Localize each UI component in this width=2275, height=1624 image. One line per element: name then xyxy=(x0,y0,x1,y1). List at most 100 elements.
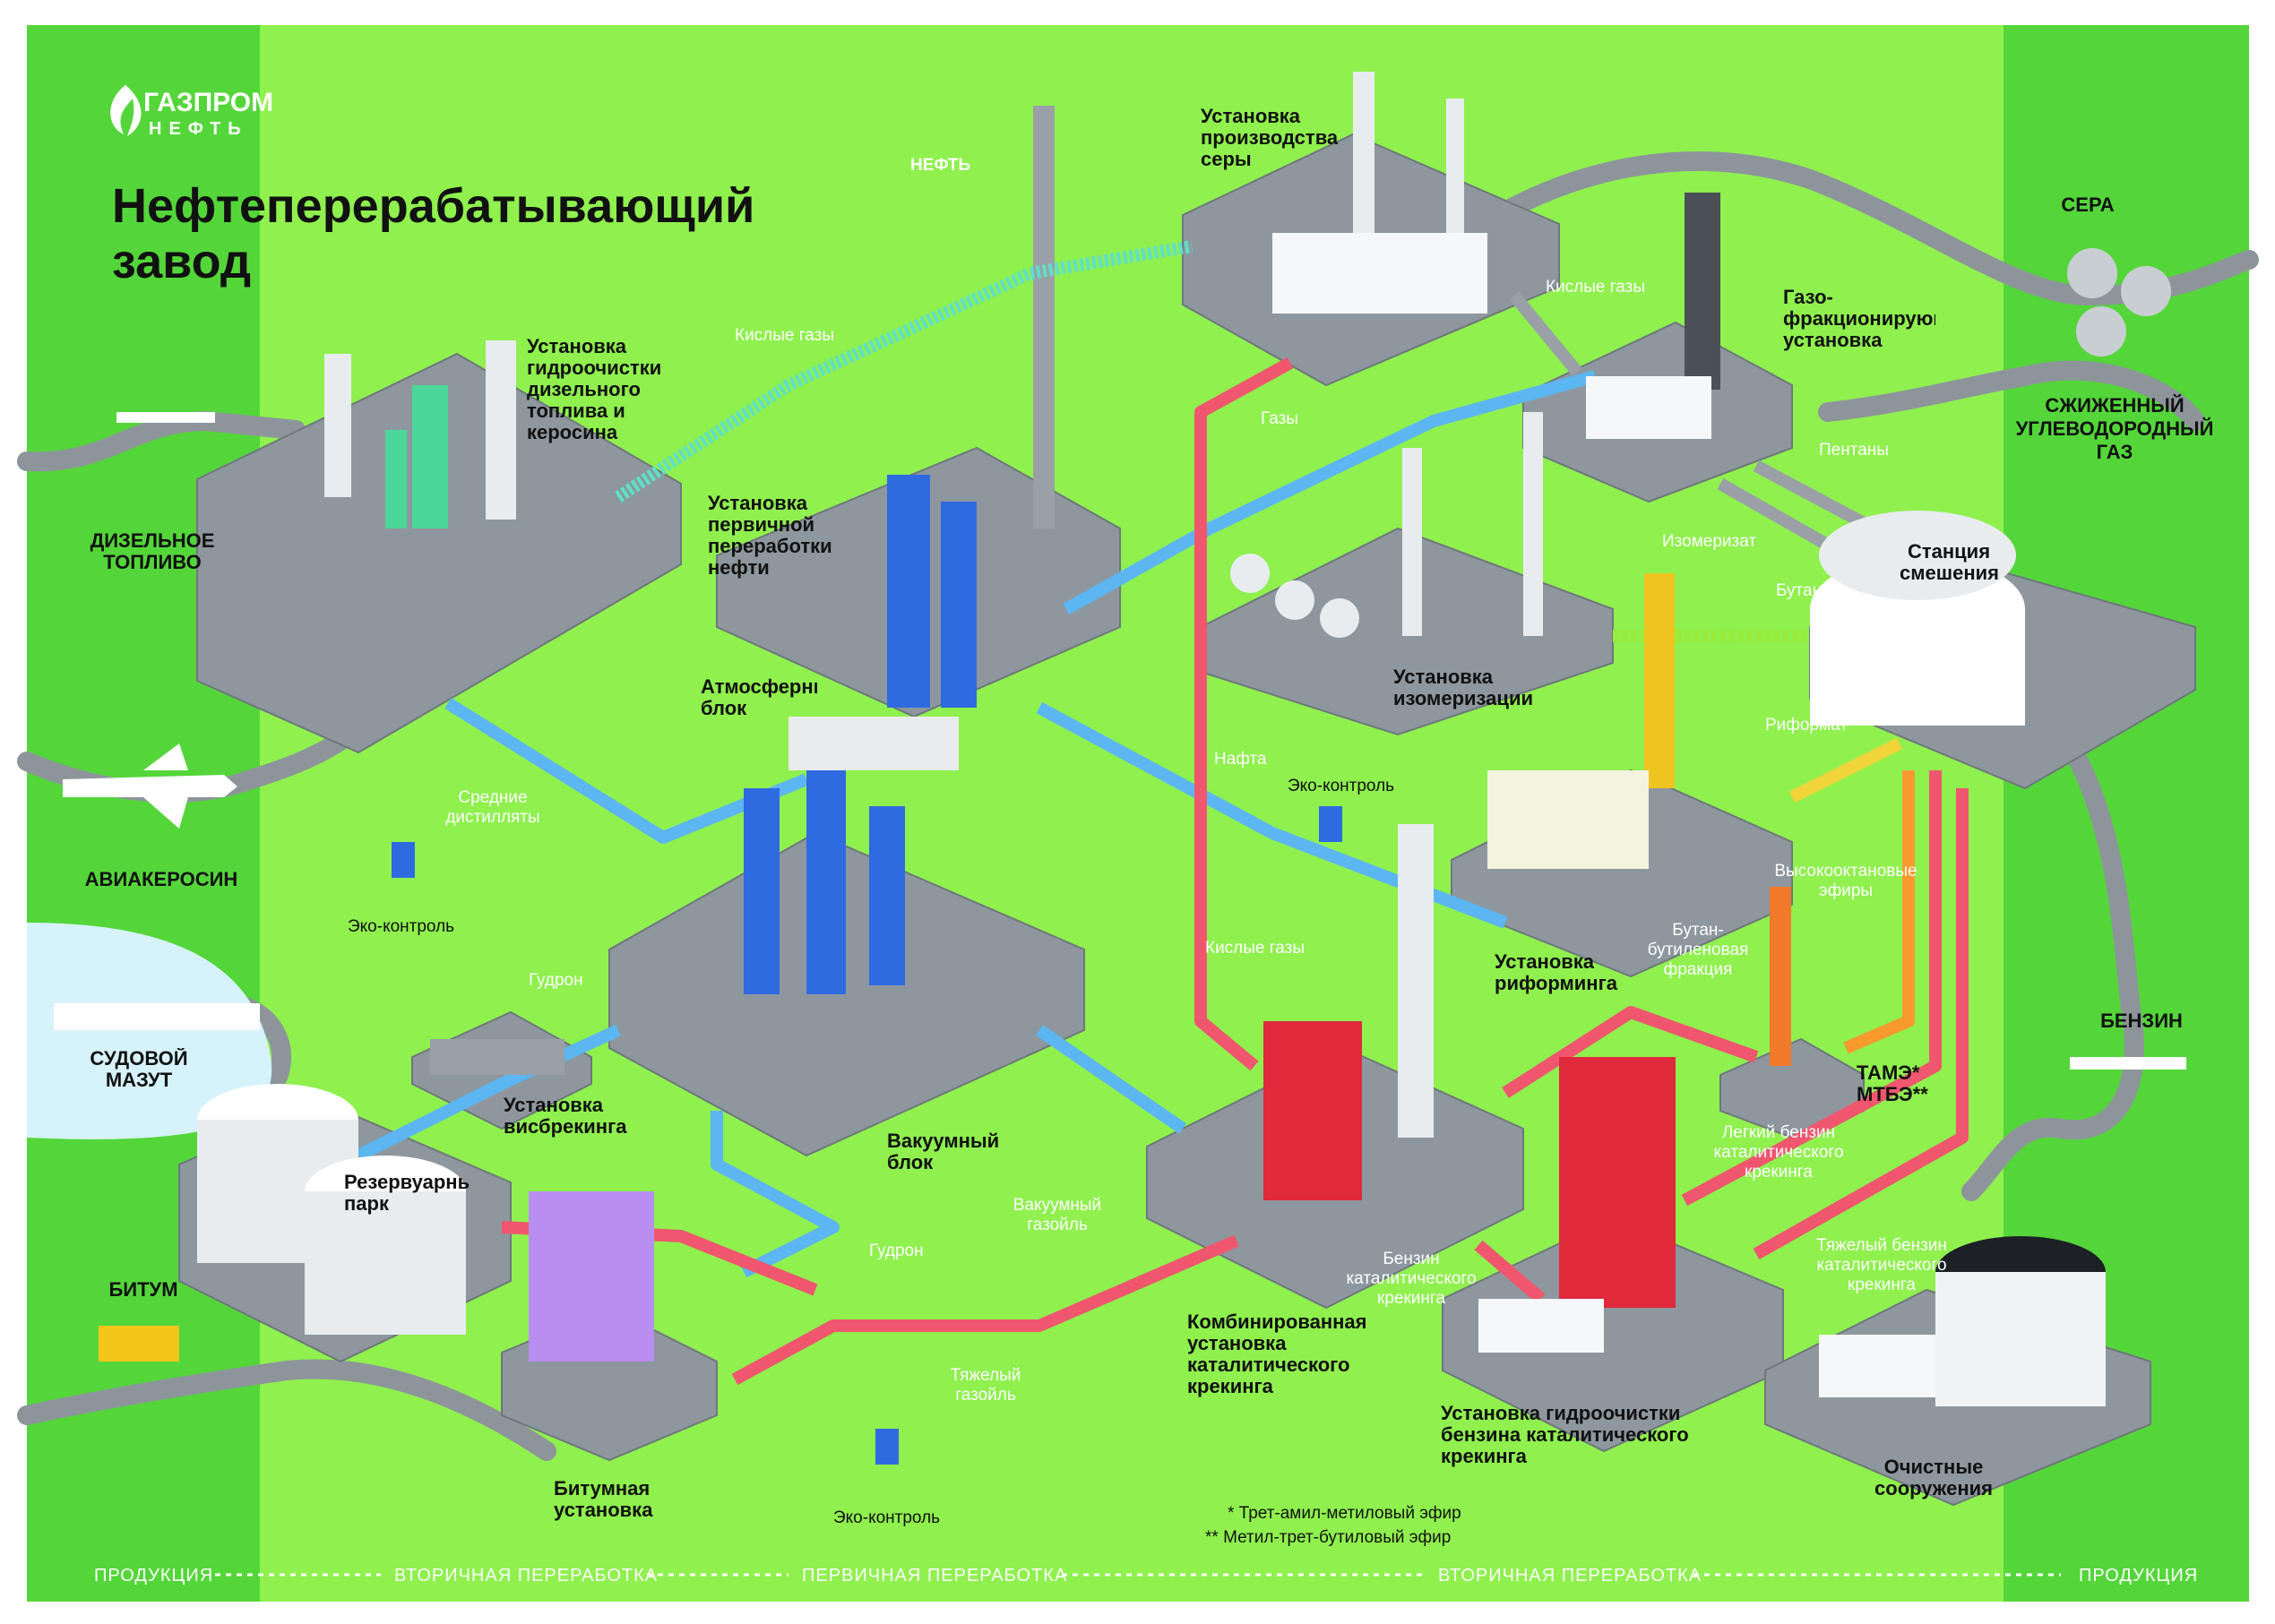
bottom-secondary-left: ВТОРИЧНАЯ ПЕРЕРАБОТКА xyxy=(394,1566,658,1585)
gasfrac-tower xyxy=(1685,193,1720,390)
column-blue-4 xyxy=(806,770,846,994)
product-bitumen: БИТУМ xyxy=(108,1279,178,1301)
tms-building xyxy=(1819,1335,1935,1397)
label-vacuum: Вакуумный блок xyxy=(887,1130,1000,1173)
iso-sphere-3 xyxy=(1320,598,1359,638)
eco-box-3 xyxy=(875,1429,899,1465)
platform-hydro-diesel xyxy=(196,352,682,754)
hg-structure xyxy=(1559,1057,1676,1308)
vis-unit xyxy=(430,1039,564,1075)
pipe-heavy-gasoil xyxy=(731,1234,1239,1386)
equipment xyxy=(54,72,2186,1465)
eco-label-3: Эко-контроль xyxy=(833,1508,940,1527)
flow-gases: Газы xyxy=(1261,409,1298,428)
vacuum-building xyxy=(788,717,959,770)
pipe-naphtha xyxy=(1036,701,1508,929)
tank-park-2-body xyxy=(305,1191,466,1335)
diesel-station xyxy=(116,412,215,423)
page-title-line1: Нефтеперерабатывающий xyxy=(112,179,754,233)
cc-structure xyxy=(1263,1021,1362,1200)
stack-white-2 xyxy=(486,340,516,520)
label-primary: Установка первичной переработки нефти xyxy=(708,493,832,579)
flow-tar-2: Гудрон xyxy=(869,1242,924,1260)
ship xyxy=(54,1003,260,1030)
product-fuel-oil: СУДОВОЙ МАЗУТ xyxy=(90,1048,188,1091)
flow-middle-distillates: Средние дистилляты xyxy=(445,788,540,827)
flow-butanes: Бутаны xyxy=(1776,581,1834,600)
iso-sphere-2 xyxy=(1275,580,1314,620)
flow-isomerizate: Изомеризат xyxy=(1662,532,1756,551)
footnote-2: ** Метил-трет-бутиловый эфир xyxy=(1205,1528,1451,1547)
hg-building xyxy=(1478,1299,1604,1353)
label-reforming: Установка риформинга xyxy=(1495,951,1617,994)
road-roller xyxy=(99,1326,179,1362)
pipe-gases-blue xyxy=(1063,370,1597,615)
flow-heavy-cc-gasoline: Тяжелый бензин каталитического крекинга xyxy=(1816,1236,1947,1294)
cc-stack xyxy=(1398,824,1434,1138)
flame-icon xyxy=(110,85,142,136)
iso-sphere-1 xyxy=(1230,554,1270,593)
pipe-gudron-bitumen xyxy=(711,1111,840,1278)
pipe-cc-right xyxy=(1502,1006,1759,1098)
product-kerosene: АВИАКЕРОСИН xyxy=(84,869,238,890)
flow-heavy-gasoil: Тяжелый газойль xyxy=(950,1366,1021,1405)
product-labels: ДИЗЕЛЬНОЕ ТОПЛИВО АВИАКЕРОСИН СУДОВОЙ МА… xyxy=(84,156,2214,1301)
label-sulfur-unit: Установка производства серы xyxy=(1201,106,1339,170)
pipe-acid-gases-teal xyxy=(615,240,1194,503)
reforming-building xyxy=(1487,770,1649,869)
flow-acid-gases-1: Кислые газы xyxy=(735,326,834,345)
flow-pentanes: Пентаны xyxy=(1819,441,1889,460)
pipe-reformate xyxy=(1788,737,1903,803)
gasfrac-building xyxy=(1586,376,1711,439)
page-title-line2: завод xyxy=(112,235,251,288)
pipe-gudron-vis xyxy=(355,1024,621,1162)
eco-labels: Эко-контроль Эко-контроль Эко-контроль xyxy=(348,777,1394,1527)
brand-bottom: НЕФТЬ xyxy=(149,119,248,139)
product-diesel: ДИЗЕЛЬНОЕ ТОПЛИВО xyxy=(90,530,215,573)
flow-labels: Кислые газы Кислые газы Кислые газы Газы… xyxy=(445,278,1947,1405)
stack-white-1 xyxy=(324,354,351,497)
unit-labels: Установка гидроочистки дизельного топлив… xyxy=(344,106,1998,1521)
bottom-bar: ПРОДУКЦИЯ ВТОРИЧНАЯ ПЕРЕРАБОТКА ПЕРВИЧНА… xyxy=(94,1566,2198,1585)
column-blue-5 xyxy=(869,806,905,985)
pipe-vacuum-to-cc xyxy=(1036,1025,1186,1134)
label-cat-cracking: Комбинированная установка каталитическог… xyxy=(1187,1311,1367,1397)
pipe-cc-gasoline xyxy=(1474,1240,1546,1304)
pipe-acid-gases-red xyxy=(1194,357,1294,1071)
bottom-products-right: ПРОДУКЦИЯ xyxy=(2079,1566,2198,1585)
product-oil: НЕФТЬ xyxy=(910,156,970,175)
column-blue-2 xyxy=(941,502,977,708)
footnote-1: * Трет-амил-метиловый эфир xyxy=(1228,1504,1461,1523)
label-atmospheric: Атмосферный блок xyxy=(701,676,817,719)
flow-acid-gases-2: Кислые газы xyxy=(1546,278,1645,296)
road-gasoline xyxy=(1961,752,2144,1201)
gasoline-station xyxy=(2070,1057,2186,1070)
gazprom-logo: ГАЗПРОМ НЕФТЬ xyxy=(110,85,273,139)
blending-tank-body xyxy=(1810,609,2025,726)
eco-box-2 xyxy=(1319,806,1342,842)
column-green-2 xyxy=(385,430,407,528)
column-blue-1 xyxy=(887,475,930,708)
road-bitumen xyxy=(17,1359,556,1461)
flow-butane-butylene: Бутан- бутиленовая фракция xyxy=(1647,921,1749,979)
blending-tank-top xyxy=(1819,511,2016,600)
product-sulfur: СЕРА xyxy=(2061,194,2115,216)
flow-acid-gases-3: Кислые газы xyxy=(1205,939,1305,958)
label-hydro-diesel: Установка гидроочистки дизельного топлив… xyxy=(527,336,662,443)
lpg-sphere-2 xyxy=(2121,266,2171,316)
label-hydro-gasoline: Установка гидроочистки бензина каталитич… xyxy=(1441,1403,1689,1467)
eco-box-1 xyxy=(392,842,415,878)
eco-label-1: Эко-контроль xyxy=(348,917,454,936)
brand-top: ГАЗПРОМ xyxy=(143,88,273,117)
pipelines xyxy=(355,106,1969,1386)
flow-vacuum-gasoil: Вакуумный газойль xyxy=(1013,1196,1102,1234)
reforming-column xyxy=(1644,573,1675,788)
lpg-sphere-3 xyxy=(2076,306,2126,357)
pipe-heavy-cc-gasoline xyxy=(1753,788,1969,1260)
label-blending: Станция смешения xyxy=(1900,541,1998,584)
iso-stack-2 xyxy=(1523,412,1543,636)
pipe-high-octane xyxy=(1843,770,1915,1054)
bottom-secondary-right: ВТОРИЧНАЯ ПЕРЕРАБОТКА xyxy=(1438,1566,1702,1585)
